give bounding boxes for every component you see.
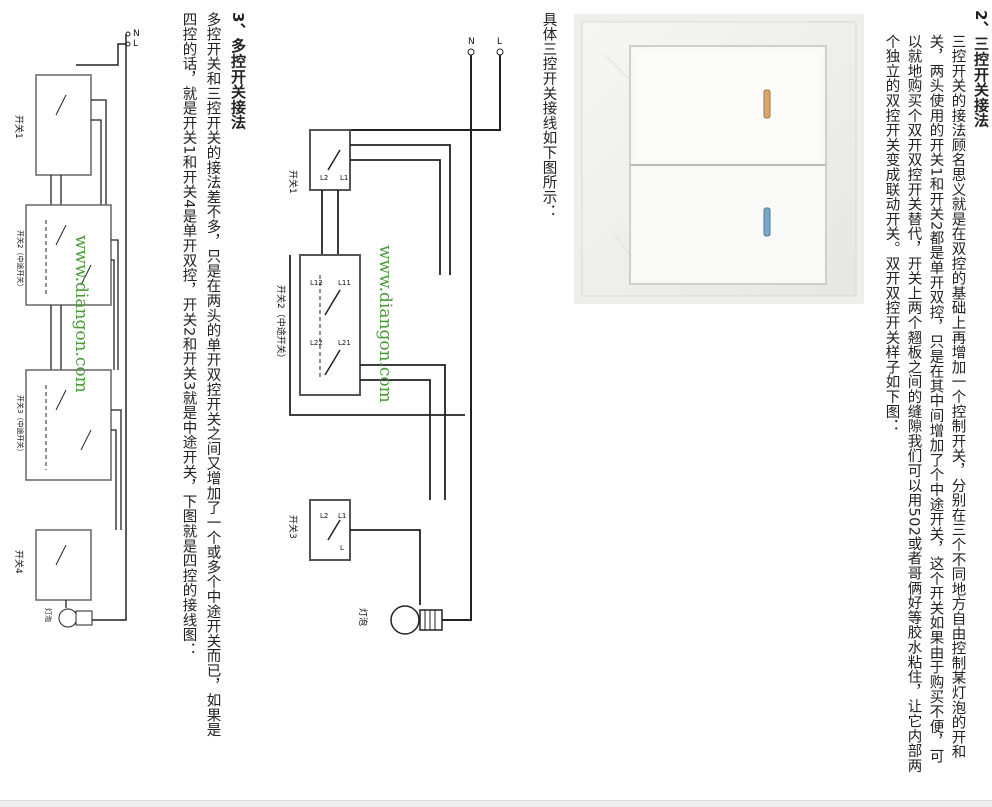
svg-text:L: L (340, 544, 344, 552)
svg-text:L: L (133, 39, 138, 49)
svg-text:开关4: 开关4 (13, 550, 25, 574)
switch-1-label: 开关1 (287, 170, 299, 194)
lamp-icon (390, 605, 443, 635)
n-terminal-dot (467, 48, 475, 56)
watermark: www.diangon.com (71, 235, 91, 393)
live-wire (342, 55, 501, 131)
paragraph-line: 个独立的双控开关变成联动开关。双开双控开关样子如下图： (883, 34, 900, 434)
svg-text:L11: L11 (338, 279, 351, 287)
switch-1-box (35, 74, 92, 176)
wiring-intro: 具体三控开关接线如下图所示： (540, 12, 557, 220)
svg-text:灯泡: 灯泡 (44, 608, 53, 622)
paragraph-line: 三控开关的接法顾名思义就是在双控的基础上再增加一个控制开关，分别在三个不同地方自… (949, 34, 966, 760)
switch-2-label: 开关2（中途开关） (275, 285, 287, 363)
lamp-icon (58, 608, 93, 628)
paragraph-line: 以就地购买个双开双控开关替代，开关上两个翘板之间的缝隙我们可以用502或者哥俩好… (905, 34, 922, 773)
svg-text:L21: L21 (338, 339, 351, 347)
svg-text:L1: L1 (340, 174, 348, 182)
lamp-label: 灯泡 (357, 608, 369, 626)
switch-3-box (309, 499, 351, 561)
switch-2-box (25, 204, 112, 306)
svg-text:开关2（中途开关）: 开关2（中途开关） (16, 230, 25, 290)
l-terminal-dot (496, 48, 504, 56)
switch-1-box (309, 129, 351, 191)
switch-3-label: 开关3 (287, 515, 299, 539)
paragraph-line: 四控的话，就是开关1和开关4是单开双控，开关2和开关3就是中途开关，下图就是四控… (180, 12, 197, 657)
paragraph-line: 多控开关和三控开关的接法差不多，只是在两头的单开双控开关之间又增加了一个或多个中… (204, 12, 221, 738)
double-switch-photo (574, 14, 864, 304)
switch-3-box (25, 369, 112, 481)
svg-text:L1: L1 (338, 512, 346, 520)
neutral-wire (430, 55, 472, 621)
svg-text:L2: L2 (320, 174, 328, 182)
svg-text:开关3（中途开关）: 开关3（中途开关） (16, 395, 25, 455)
l-terminal-label: L (497, 37, 502, 47)
three-way-wiring-diagram: L N L1 L2 开关1 L11 L12 L21 L22 开关2（中途开关） … (275, 37, 504, 635)
paragraph-line: 关，两头使用的开关1和开关2都是单开双控，只是在其中间增加了个中途开关，这个开关… (927, 34, 944, 764)
svg-text:L22: L22 (310, 339, 323, 347)
n-terminal-label: N (468, 37, 475, 47)
page-bottom-bar (0, 800, 992, 807)
svg-text:L12: L12 (310, 279, 323, 287)
svg-text:开关1: 开关1 (13, 115, 25, 139)
watermark: www.diangon.com (375, 245, 395, 403)
switch-4-box (35, 529, 92, 601)
four-way-wiring-diagram: N L 开关1 开关2（中途开关） 开关3（中途开关） 开关4 灯泡 www.d… (13, 29, 140, 628)
section-3-heading: 3、多控开关接法 (229, 12, 247, 130)
svg-text:N: N (133, 29, 140, 39)
section-2-heading: 2、三控开关接法 (972, 10, 990, 128)
svg-text:L2: L2 (320, 512, 328, 520)
switch-2-box (299, 254, 361, 396)
